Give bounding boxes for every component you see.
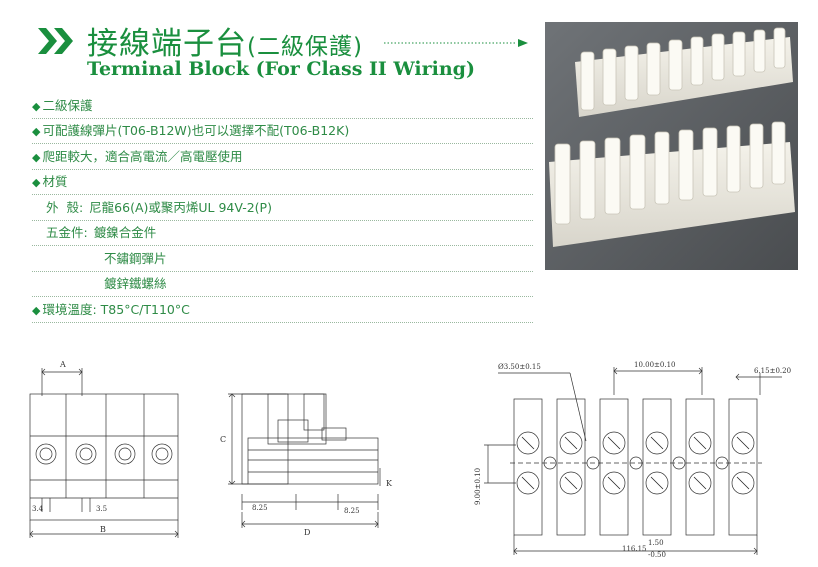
top-view-drawing: Ø3.50±0.15 10.00±0.10 6.15±0.20 9.00±0.1… — [474, 361, 791, 559]
terminal-strip — [549, 121, 795, 247]
diamond-bullet-icon: ◆ — [32, 125, 41, 138]
spec-row-screw: 鍍鋅鐵螺絲 — [32, 271, 533, 297]
dim-tol-minus: -0.50 — [648, 551, 666, 559]
spec-text: 不鏽鋼彈片 — [104, 251, 167, 266]
spec-row-protection: ◆二級保護 — [32, 93, 533, 119]
dim-hole: Ø3.50±0.15 — [498, 363, 541, 371]
spec-row-temperature: ◆環境溫度: T85°C/T110°C — [32, 297, 533, 323]
dim-value: 3.4 — [32, 505, 44, 513]
dim-pitch: 10.00±0.10 — [634, 361, 676, 369]
diamond-bullet-icon: ◆ — [32, 100, 41, 113]
dim-height: 9.00±0.10 — [474, 468, 482, 505]
dim-value: 8.25 — [344, 507, 360, 515]
dim-value: 8.25 — [252, 504, 268, 512]
dim-edge: 6.15±0.20 — [754, 367, 791, 375]
spec-row-spring-steel: 不鏽鋼彈片 — [32, 246, 533, 272]
terminal-strip — [575, 27, 793, 117]
diamond-bullet-icon: ◆ — [32, 151, 41, 164]
spec-text: 可配護線彈片(T06-B12W)也可以選擇不配(T06-B12K) — [42, 123, 350, 138]
diamond-bullet-icon: ◆ — [32, 176, 41, 189]
double-chevron-icon — [38, 28, 73, 54]
spec-text: 尼龍66(A)或聚丙烯UL 94V-2(P) — [89, 200, 272, 215]
spec-key: 外 殼: — [46, 200, 84, 215]
dim-label-k: K — [386, 479, 393, 488]
spec-text: 爬距較大，適合高電流／高電壓使用 — [42, 149, 243, 164]
spec-text: 二級保護 — [42, 98, 93, 113]
dim-label-c: C — [220, 435, 226, 444]
spec-text: 鍍鋅鐵螺絲 — [104, 276, 167, 291]
side-view-drawing: C D K 8.25 8.25 — [220, 393, 393, 537]
spec-row-hardware: 五金件: 鍍鎳合金件 — [32, 220, 533, 246]
spec-text: 材質 — [42, 174, 68, 189]
title-main: 接線端子台 — [87, 26, 247, 62]
title-english: Terminal Block (For Class II Wiring) — [87, 58, 475, 80]
product-photo — [545, 22, 798, 270]
spec-text: 鍍鎳合金件 — [93, 225, 157, 240]
title-chinese: 接線端子台(二級保護) — [87, 18, 363, 63]
dim-value: 3.5 — [96, 505, 107, 513]
front-view-drawing: A B 3.4 3.5 — [29, 360, 179, 538]
spec-text: 環境溫度: T85°C/T110°C — [42, 302, 190, 317]
title-arrow-icon — [384, 39, 528, 47]
diamond-bullet-icon: ◆ — [32, 304, 41, 317]
dim-tol-plus: 1.50 — [648, 539, 664, 547]
dim-label-a: A — [59, 360, 66, 369]
spec-row-housing: 外 殼: 尼龍66(A)或聚丙烯UL 94V-2(P) — [32, 195, 533, 221]
spec-row-material: ◆材質 — [32, 169, 533, 195]
spec-row-creepage: ◆爬距較大，適合高電流／高電壓使用 — [32, 144, 533, 170]
spec-row-spring: ◆可配護線彈片(T06-B12W)也可以選擇不配(T06-B12K) — [32, 118, 533, 144]
dim-label-b: B — [100, 525, 106, 534]
title-sub: (二級保護) — [247, 34, 363, 60]
spec-key: 五金件: — [46, 225, 88, 240]
dim-label-d: D — [304, 528, 310, 537]
dim-length: 116.15 — [622, 545, 647, 553]
